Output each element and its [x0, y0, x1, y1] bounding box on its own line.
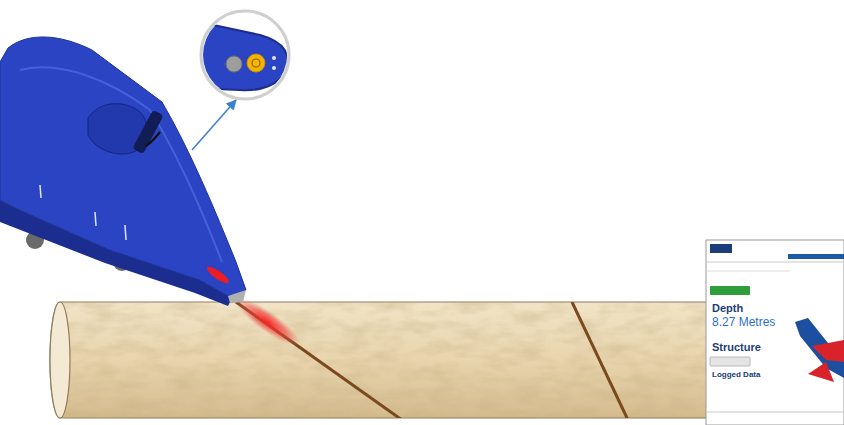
laser-lens [252, 59, 260, 67]
screen-text: Logged Data [712, 371, 760, 380]
device-mark [40, 185, 41, 198]
device-mark [95, 212, 96, 226]
app-logo [710, 244, 732, 253]
device-tip [228, 290, 246, 303]
fracture-line [572, 302, 628, 420]
app-button [710, 357, 750, 366]
zoom-pointer [192, 100, 236, 150]
screen-text: Structure [712, 341, 761, 353]
device-tip-closeup [190, 20, 288, 90]
app-screenshot-panel: Depth 8.27 MetresStructureLogged Data [706, 240, 844, 425]
app-header-bar [788, 254, 844, 259]
core-end [50, 302, 70, 418]
app-screen [706, 240, 844, 425]
orientation-glyph [812, 340, 844, 362]
app-footer-line [706, 412, 844, 413]
device-mark [125, 225, 126, 240]
orientation-glyph [808, 362, 834, 382]
indicator-dot [272, 66, 276, 70]
app-tab-line [706, 262, 844, 263]
device-highlight [20, 67, 222, 262]
indicator-dot [272, 56, 276, 60]
sensor-window [226, 56, 242, 72]
laser-window [247, 54, 265, 72]
screen-text: 8.27 Metres [712, 316, 775, 329]
device-slot [132, 110, 163, 154]
laser-emitter [205, 264, 231, 285]
app-tab-line [706, 271, 790, 272]
motion-mark [146, 132, 160, 146]
app-button [710, 286, 750, 295]
screen-text: Depth [712, 302, 743, 314]
